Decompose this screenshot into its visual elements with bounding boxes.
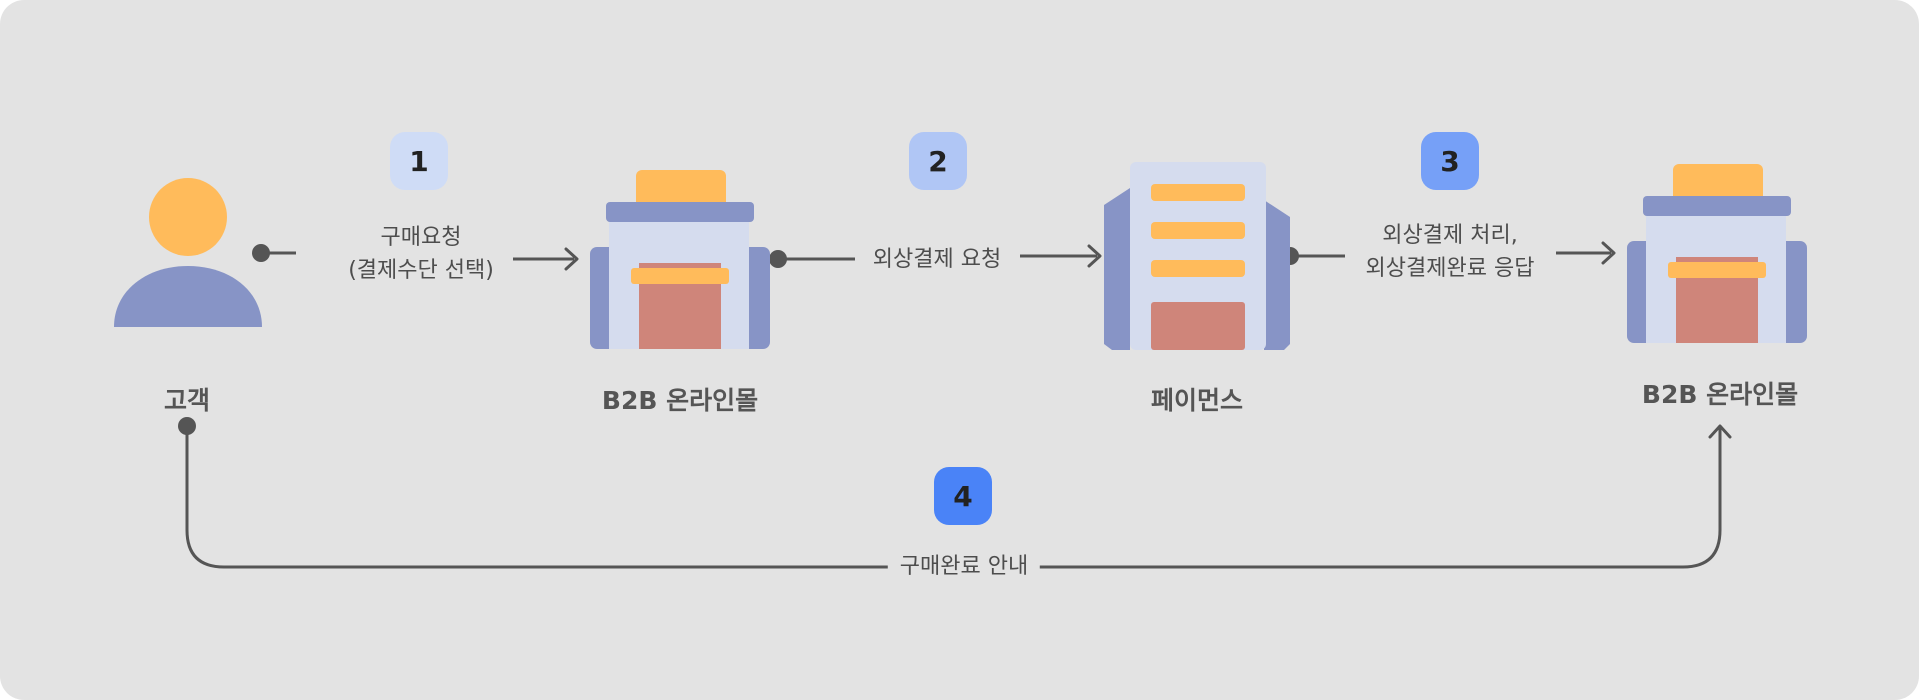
connector-start-dot (252, 244, 270, 262)
connector-start-dot (178, 417, 196, 435)
node-label-mall: B2B 온라인몰 (1641, 380, 1799, 409)
connector-paymentus-to-mall (1290, 241, 1616, 265)
step-badge-1: 1 (390, 132, 448, 190)
office-building-icon (1104, 162, 1290, 350)
store-building-icon (590, 170, 770, 349)
connector-mall-to-paymentus (778, 244, 1102, 268)
step-label-line: 외상결제 처리, (1382, 223, 1518, 248)
step-label-line: 구매요청 (380, 225, 462, 250)
step-label-line: 외상결제완료 응답 (1365, 256, 1535, 281)
node-label-paymentus: 페이먼스 (1150, 386, 1244, 415)
step-label-3: 외상결제 처리, 외상결제완료 응답 (1366, 219, 1535, 285)
step-label-line: (결제수단 선택) (348, 258, 494, 283)
step-label-line: 외상결제 요청 (872, 247, 1002, 272)
connector-arrowhead (1708, 424, 1732, 439)
node-label-mall: B2B 온라인몰 (601, 386, 759, 415)
node-label-customer: 고객 (163, 386, 211, 415)
step-badge-3: 3 (1421, 132, 1479, 190)
step-badge-4: 4 (934, 467, 992, 525)
step-badge-2: 2 (909, 132, 967, 190)
step-label-2: 외상결제 요청 (873, 243, 1001, 276)
person-icon (114, 178, 262, 327)
store-building-icon (1627, 164, 1807, 343)
step-label-4: 구매완료 안내 (887, 550, 1041, 584)
connector-start-dot (769, 250, 787, 268)
step-label-1: 구매요청 (결제수단 선택) (348, 221, 494, 287)
